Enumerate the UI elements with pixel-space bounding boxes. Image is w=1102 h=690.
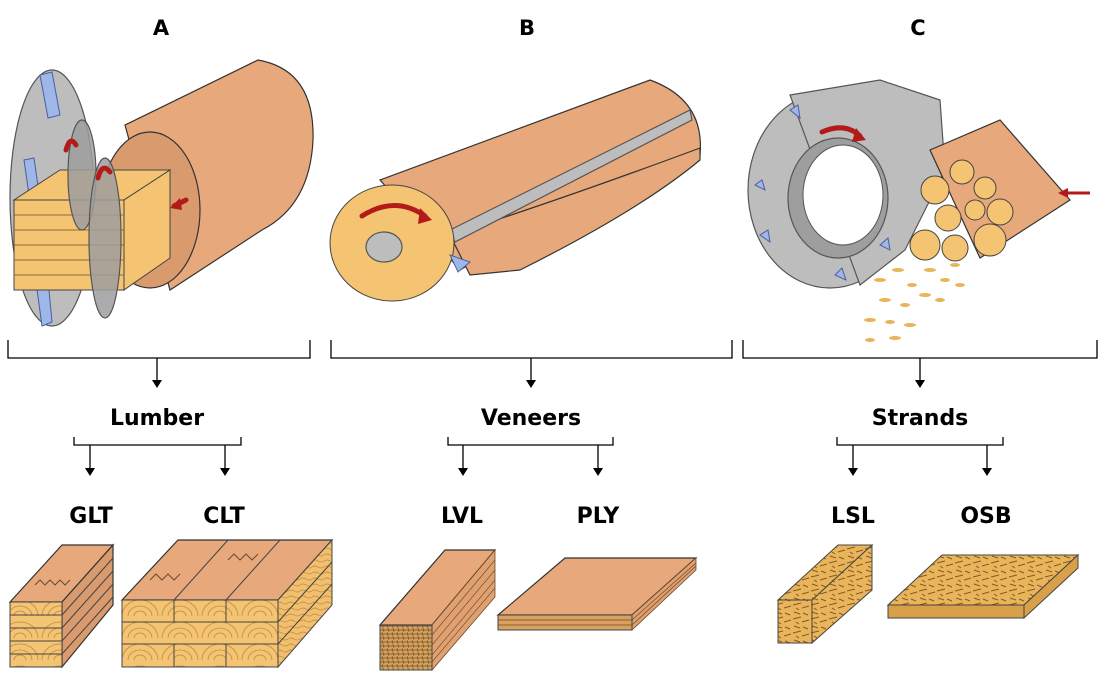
material-label-veneers: Veneers xyxy=(481,406,581,431)
ply-illustration xyxy=(496,557,698,631)
panel-label-a: A xyxy=(153,16,170,40)
product-label-lvl: LVL xyxy=(441,504,483,529)
clt-illustration xyxy=(120,538,334,669)
product-label-glt: GLT xyxy=(69,504,112,529)
product-label-osb: OSB xyxy=(960,504,1011,529)
split-veneers xyxy=(447,437,614,476)
panel-label-b: B xyxy=(519,16,535,40)
product-label-clt: CLT xyxy=(203,504,245,529)
stranding-illustration xyxy=(747,79,1090,342)
glt-illustration xyxy=(8,543,115,669)
material-label-strands: Strands xyxy=(872,406,969,431)
panel-label-c: C xyxy=(910,16,925,40)
bracket-a xyxy=(7,340,311,388)
product-label-ply: PLY xyxy=(577,504,621,529)
rotary-peeling-illustration xyxy=(329,79,702,302)
split-strands xyxy=(836,437,1004,476)
bracket-c xyxy=(742,340,1098,388)
lsl-illustration xyxy=(776,543,874,645)
material-label-lumber: Lumber xyxy=(110,406,204,431)
sawmill-illustration xyxy=(9,59,314,327)
osb-illustration xyxy=(886,553,1080,620)
split-lumber xyxy=(73,437,242,476)
lvl-illustration xyxy=(378,548,497,672)
product-label-lsl: LSL xyxy=(831,504,875,529)
bracket-b xyxy=(330,340,733,388)
